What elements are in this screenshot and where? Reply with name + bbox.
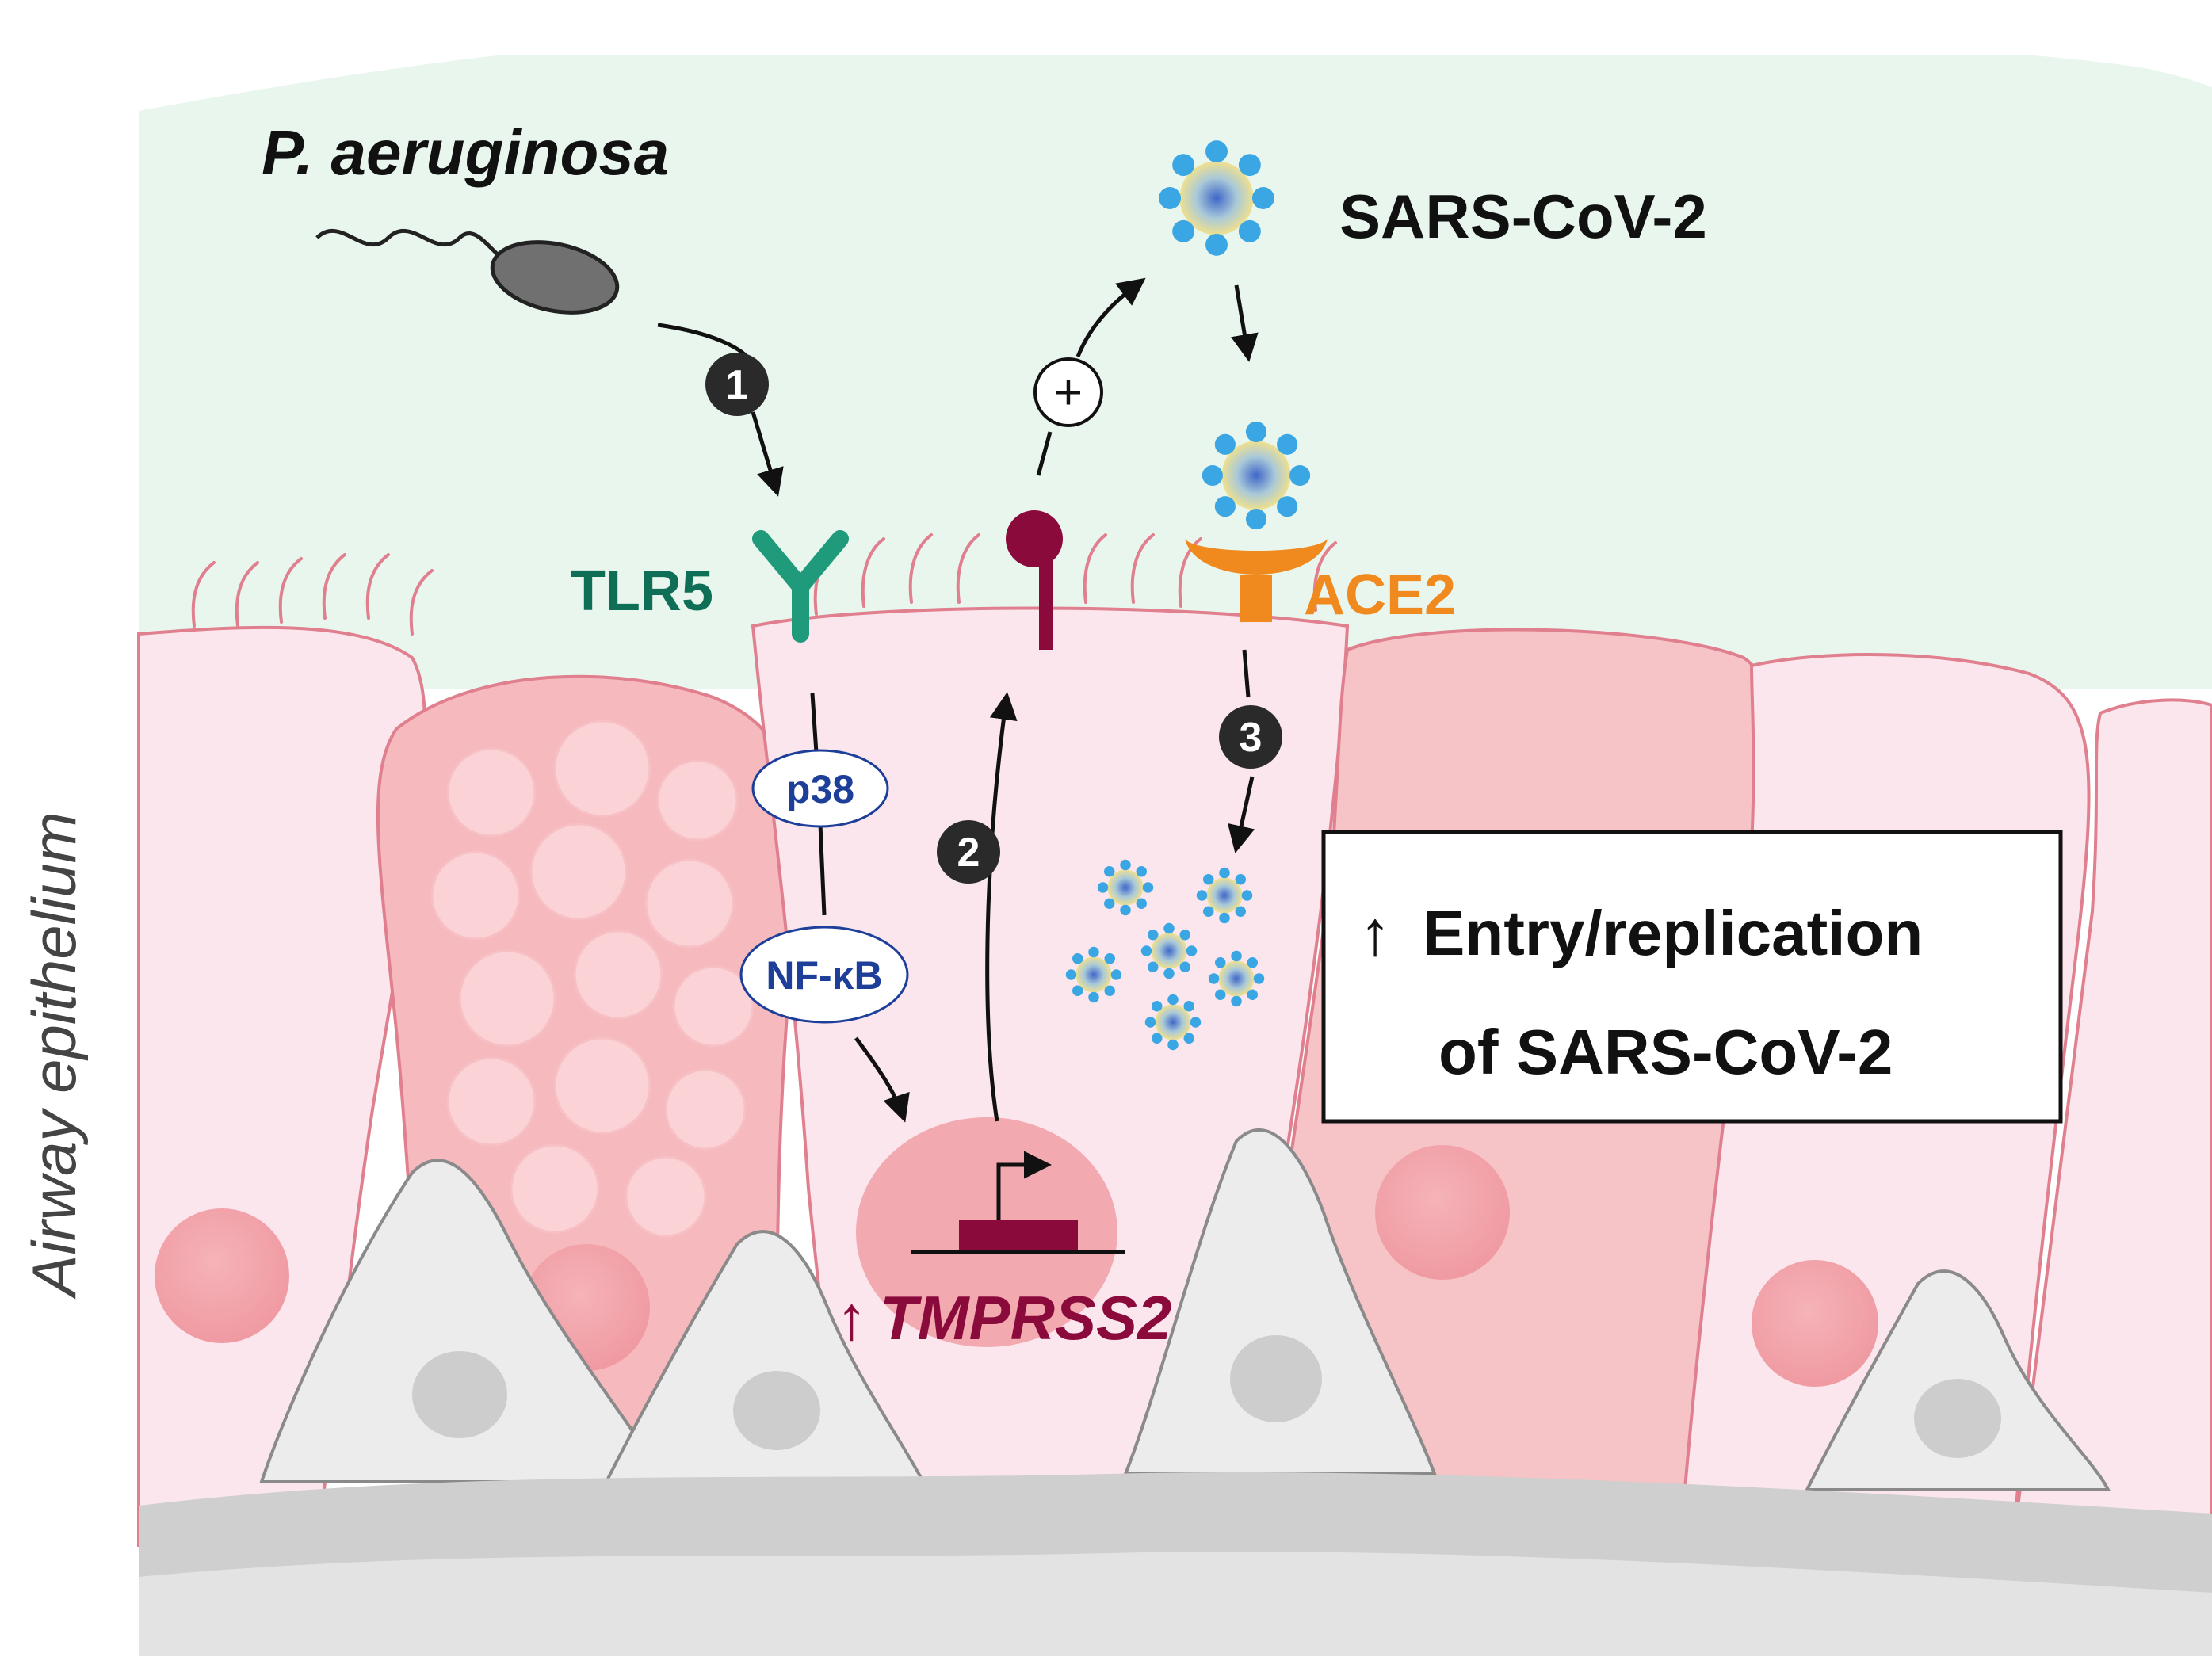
- tmprss2-gene-symbol: [911, 1151, 1125, 1254]
- virus-label: SARS-CoV-2: [1339, 181, 1707, 251]
- svg-text:p38: p38: [786, 767, 854, 811]
- ace2-receptor: [1185, 539, 1328, 622]
- step-marker-2: 2: [937, 820, 1000, 884]
- svg-text:3: 3: [1240, 715, 1263, 761]
- svg-text:1: 1: [726, 362, 749, 408]
- bound-virion: [1202, 421, 1311, 530]
- sars-cov-2-virion: [1159, 140, 1274, 256]
- step-marker-3: 3: [1219, 705, 1282, 769]
- nfkb-node: NF-κB: [739, 926, 909, 1024]
- gene-label: TMPRSS2: [880, 1283, 1171, 1353]
- svg-text:NF-κB: NF-κB: [766, 953, 882, 998]
- basal-nuclei: [412, 1335, 2001, 1458]
- plus-marker: +: [1033, 357, 1103, 427]
- tlr5-label: TLR5: [571, 559, 713, 623]
- mucus-layer: [139, 0, 2212, 689]
- result-arrow: ↑: [1359, 898, 1391, 968]
- ciliated-cell-edge: [2011, 698, 2212, 1547]
- svg-text:+: +: [1054, 365, 1083, 420]
- result-box: ↑ Entry/replication of SARS-CoV-2: [1321, 830, 2063, 1124]
- goblet-granules: [430, 720, 755, 1238]
- p38-node: p38: [751, 749, 889, 828]
- pseudomonas-bacterium: [315, 228, 620, 315]
- svg-text:2: 2: [957, 830, 980, 876]
- result-line1: Entry/replication: [1423, 898, 1923, 968]
- result-line2: of SARS-CoV-2: [1438, 1017, 1893, 1087]
- tmprss2-protein: [1006, 510, 1063, 650]
- step-marker-1: 1: [705, 353, 769, 416]
- tlr5-receptor: [752, 530, 849, 643]
- cilia: [191, 533, 1337, 636]
- side-label: Airway epithelium: [19, 811, 89, 1299]
- bacterium-label: P. aeruginosa: [262, 117, 669, 188]
- ace2-label: ACE2: [1304, 563, 1456, 627]
- gene-up-arrow: ↑: [836, 1283, 867, 1353]
